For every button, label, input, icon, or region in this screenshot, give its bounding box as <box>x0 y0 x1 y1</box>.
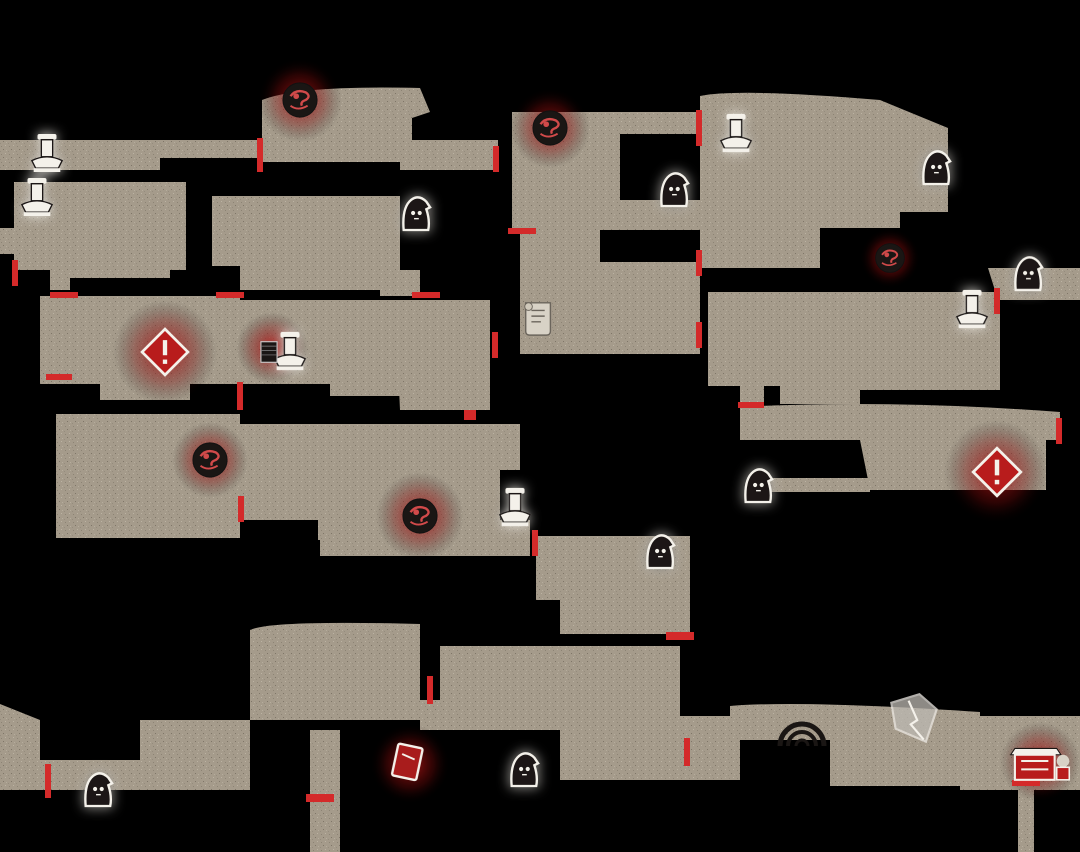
yin-yang-icon[interactable] <box>531 109 569 147</box>
yin-yang-icon[interactable] <box>401 497 439 535</box>
hooded-npc-icon[interactable] <box>510 752 540 788</box>
lantern-icon[interactable] <box>260 341 278 363</box>
hooded-npc-icon[interactable] <box>1014 256 1044 292</box>
hooded-npc-icon[interactable] <box>744 468 774 504</box>
hooded-npc-icon[interactable] <box>84 772 114 808</box>
yin-yang-icon[interactable] <box>281 81 319 119</box>
red-book-icon[interactable] <box>390 742 425 782</box>
shrine-icon[interactable] <box>498 487 532 527</box>
yin-yang-icon[interactable] <box>874 242 906 274</box>
scroll-icon[interactable] <box>524 302 552 336</box>
map-doors <box>12 110 1062 802</box>
yin-yang-icon[interactable] <box>191 441 229 479</box>
hooded-npc-icon[interactable] <box>402 196 432 232</box>
hooded-npc-icon[interactable] <box>646 534 676 570</box>
hooded-npc-icon[interactable] <box>922 150 952 186</box>
merchant-stall-icon[interactable] <box>1009 747 1071 781</box>
hooded-npc-icon[interactable] <box>660 172 690 208</box>
